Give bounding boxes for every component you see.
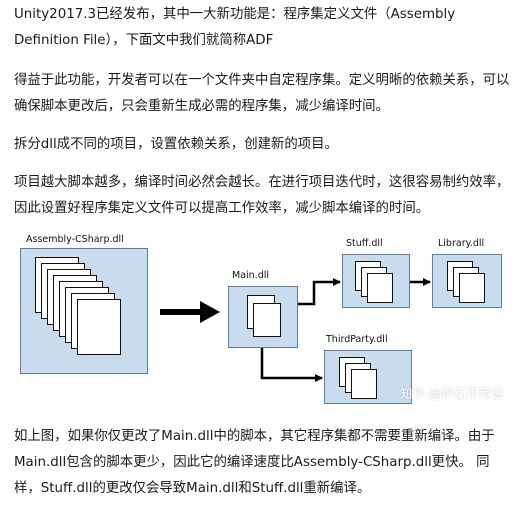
main-to-stuff-arrow <box>298 278 341 306</box>
thirdparty-dll-label: ThirdParty.dll <box>326 334 388 345</box>
thirdparty-dll-box <box>324 350 412 404</box>
library-dll-box <box>432 254 502 308</box>
zhihu-watermark: 知乎 @炉石不传说 <box>400 386 504 401</box>
big-arrow-icon <box>160 301 220 323</box>
stuff-dll-box <box>342 254 410 308</box>
stuff-dll-label: Stuff.dll <box>346 238 383 249</box>
main-to-thirdparty-arrow <box>260 348 323 382</box>
script-file-icon <box>351 369 377 399</box>
intro-paragraph: Unity2017.3已经发布，其中一大新功能是：程序集定义文件（Assembl… <box>14 7 456 48</box>
assembly-dependency-diagram: Assembly-CSharp.dll Main.dll Stuff.dll L… <box>14 228 514 414</box>
script-file-icon <box>459 273 485 303</box>
compile-time-paragraph: 项目越大脚本越多，编译时间必然会越长。在进行项目迭代时，这很容易制约效率，因此设… <box>14 175 510 216</box>
script-file-icon <box>253 303 281 337</box>
assembly-csharp-box <box>20 248 148 374</box>
main-dll-box <box>228 286 298 348</box>
script-file-icon <box>367 273 393 303</box>
benefit-paragraph: 得益于此功能，开发者可以在一个文件夹中自定程序集。定义明晰的依赖关系，可以确保脚… <box>14 73 510 114</box>
split-paragraph: 拆分dll成不同的项目，设置依赖关系，创建新的项目。 <box>14 137 338 152</box>
main-dll-label: Main.dll <box>232 270 270 281</box>
assembly-csharp-label: Assembly-CSharp.dll <box>26 234 124 245</box>
library-dll-label: Library.dll <box>438 238 485 249</box>
script-file-icon <box>77 299 121 355</box>
dependency-arrows <box>160 278 431 382</box>
explanation-paragraph: 如上图，如果你仅更改了Main.dll中的脚本，其它程序集都不需要重新编译。由于… <box>14 429 495 496</box>
